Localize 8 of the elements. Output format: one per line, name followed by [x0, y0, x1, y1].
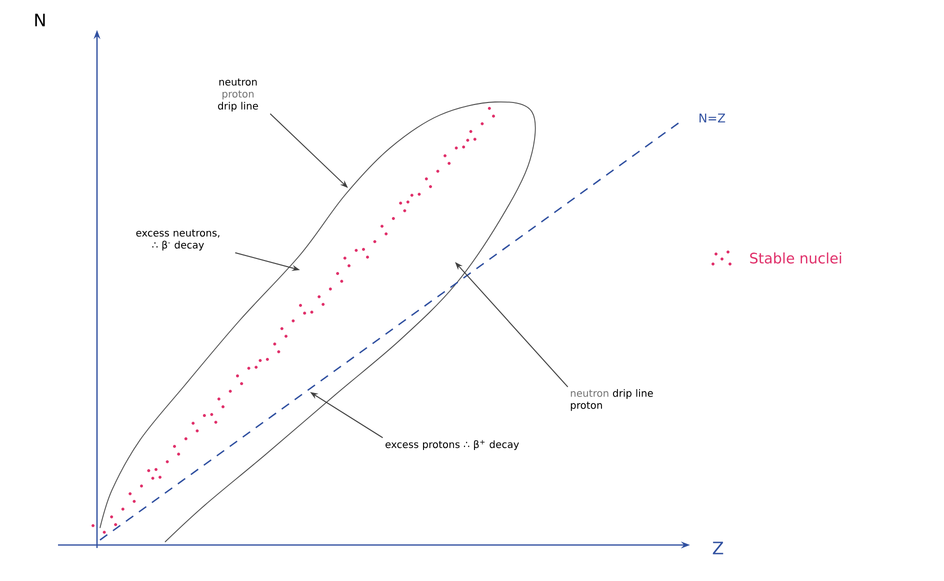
annotation-text: neutron proton drip line [218, 78, 258, 112]
axis-label: Z [712, 542, 724, 554]
axis-label: N [35, 14, 45, 26]
legend-text: Stable nuclei [750, 252, 842, 264]
annotation-text: excess neutrons, ∴ β$^{-}$ decay [136, 229, 220, 251]
annotation-text: excess protons ∴ β$^{+}$ decay [386, 440, 519, 450]
line-label: N=Z [700, 114, 726, 122]
annotation-text: neutron drip line proton [570, 389, 653, 411]
